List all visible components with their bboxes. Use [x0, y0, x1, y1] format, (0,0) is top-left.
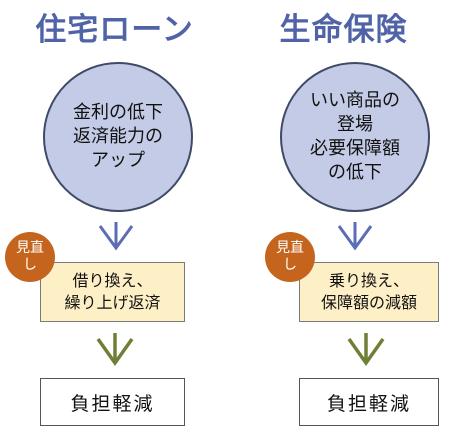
result-box: 負担軽減	[40, 378, 185, 426]
chevron-down-arrow-blue-icon	[337, 222, 373, 251]
action-box: 借り換え、 繰り上げ返済	[40, 262, 185, 322]
review-badge-label: 見直 し	[16, 240, 44, 273]
review-badge: 見直 し	[5, 232, 55, 282]
review-badge-label: 見直 し	[276, 240, 304, 273]
column-title: 住宅ローン	[35, 12, 194, 48]
column-title: 生命保険	[279, 12, 408, 48]
result-text: 負担軽減	[326, 392, 411, 415]
cause-circle: 金利の低下 返済能力の アップ	[43, 62, 193, 212]
chevron-down-arrow-green-icon	[96, 333, 134, 367]
result-text: 負担軽減	[70, 392, 155, 415]
chevron-down-arrow-green-icon	[347, 333, 385, 367]
column-housing-loan: 住宅ローン 金利の低下 返済能力の アップ 見直 し 借り換え、 繰り上げ返済 …	[5, 12, 194, 426]
chevron-down-arrow-blue-icon	[98, 222, 134, 251]
result-box: 負担軽減	[299, 378, 439, 426]
cause-circle: いい商品の 登場 必要保障額 の低下	[280, 62, 430, 212]
cause-text: 金利の低下 返済能力の アップ	[73, 102, 163, 171]
column-life-insurance: 生命保険 いい商品の 登場 必要保障額 の低下 見直 し 乗り換え、 保障額の減…	[229, 0, 458, 434]
review-badge: 見直 し	[265, 232, 315, 282]
cause-text: いい商品の 登場 必要保障額 の低下	[310, 90, 400, 183]
action-text: 乗り換え、 保障額の減額	[320, 271, 417, 312]
action-box: 乗り換え、 保障額の減額	[299, 262, 439, 322]
action-text: 借り換え、 繰り上げ返済	[64, 271, 161, 312]
